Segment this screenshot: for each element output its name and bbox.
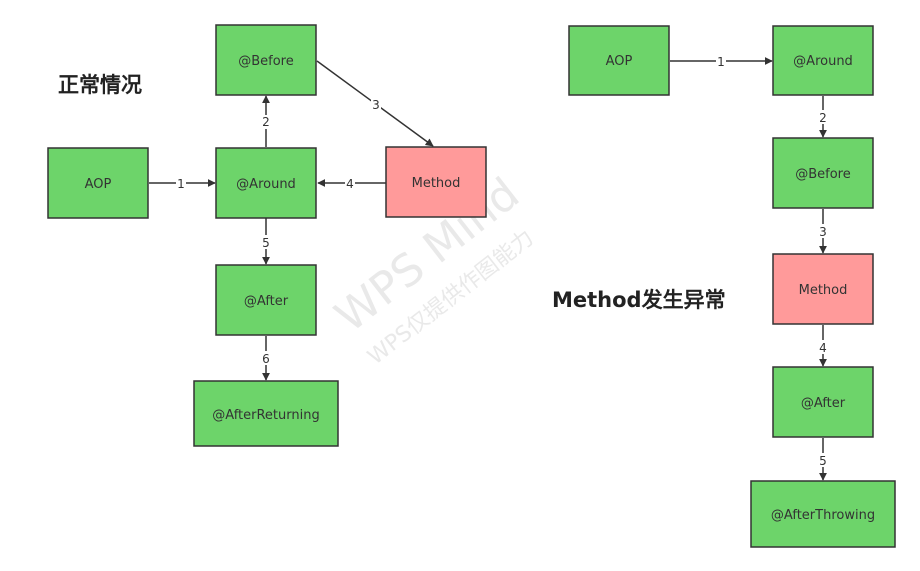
left-node-before-label: @Before <box>238 54 294 69</box>
left-edge-label-6: 6 <box>262 352 270 366</box>
right-node-around[interactable]: @Around <box>772 25 874 96</box>
left-node-after[interactable]: @After <box>215 264 317 336</box>
right-edge-label-2: 2 <box>819 111 827 125</box>
right-edge-labels: 1 2 3 4 5 <box>716 54 828 468</box>
left-edge-label-2: 2 <box>262 115 270 129</box>
right-node-after-throwing[interactable]: @AfterThrowing <box>750 480 896 548</box>
right-edge-label-3: 3 <box>819 225 827 239</box>
left-edge-label-3: 3 <box>372 98 380 112</box>
left-node-around[interactable]: @Around <box>215 147 317 219</box>
left-edge-labels: 1 2 3 4 5 6 <box>176 97 381 366</box>
right-node-method-label: Method <box>799 283 848 298</box>
title-normal: 正常情况 <box>58 73 142 97</box>
left-node-around-label: @Around <box>236 177 296 192</box>
left-node-aop[interactable]: AOP <box>47 147 149 219</box>
left-node-after-label: @After <box>244 294 289 309</box>
title-exception: Method发生异常 <box>552 288 726 312</box>
left-node-after-returning-label: @AfterReturning <box>212 408 319 423</box>
left-node-before[interactable]: @Before <box>215 24 317 96</box>
right-node-after-throwing-label: @AfterThrowing <box>771 508 875 523</box>
left-edge-label-1: 1 <box>177 177 185 191</box>
left-node-method[interactable]: Method <box>385 146 487 218</box>
left-edge-label-4: 4 <box>346 177 354 191</box>
left-node-aop-label: AOP <box>85 177 112 192</box>
left-edge-label-5: 5 <box>262 236 270 250</box>
right-node-after-label: @After <box>801 396 846 411</box>
right-node-aop[interactable]: AOP <box>568 25 670 96</box>
right-node-method[interactable]: Method <box>772 253 874 325</box>
right-edge-label-4: 4 <box>819 341 827 355</box>
right-node-before[interactable]: @Before <box>772 137 874 209</box>
right-node-after[interactable]: @After <box>772 366 874 438</box>
right-edge-label-1: 1 <box>717 55 725 69</box>
right-node-around-label: @Around <box>793 54 853 69</box>
right-node-before-label: @Before <box>795 167 851 182</box>
left-node-after-returning[interactable]: @AfterReturning <box>193 380 339 447</box>
right-edge-label-5: 5 <box>819 454 827 468</box>
left-node-method-label: Method <box>412 176 461 191</box>
right-node-aop-label: AOP <box>606 54 633 69</box>
